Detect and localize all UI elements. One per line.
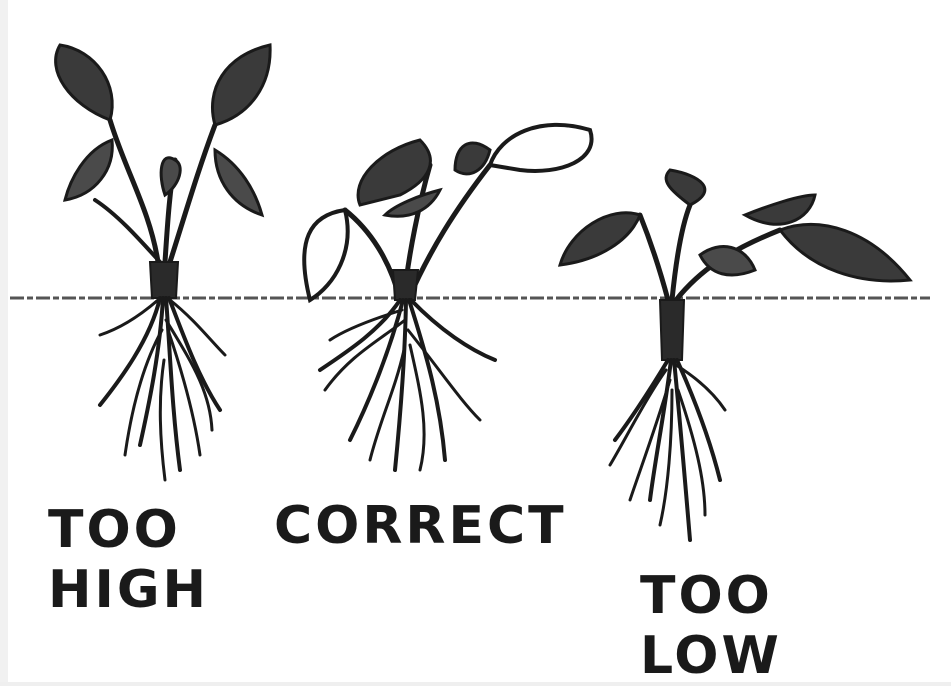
plant-too-low	[560, 170, 910, 540]
label-too-high: TOO HIGH	[48, 500, 209, 620]
label-too-low: TOO LOW	[640, 566, 782, 686]
plant-too-high	[56, 45, 271, 480]
label-correct: CORRECT	[274, 496, 567, 556]
